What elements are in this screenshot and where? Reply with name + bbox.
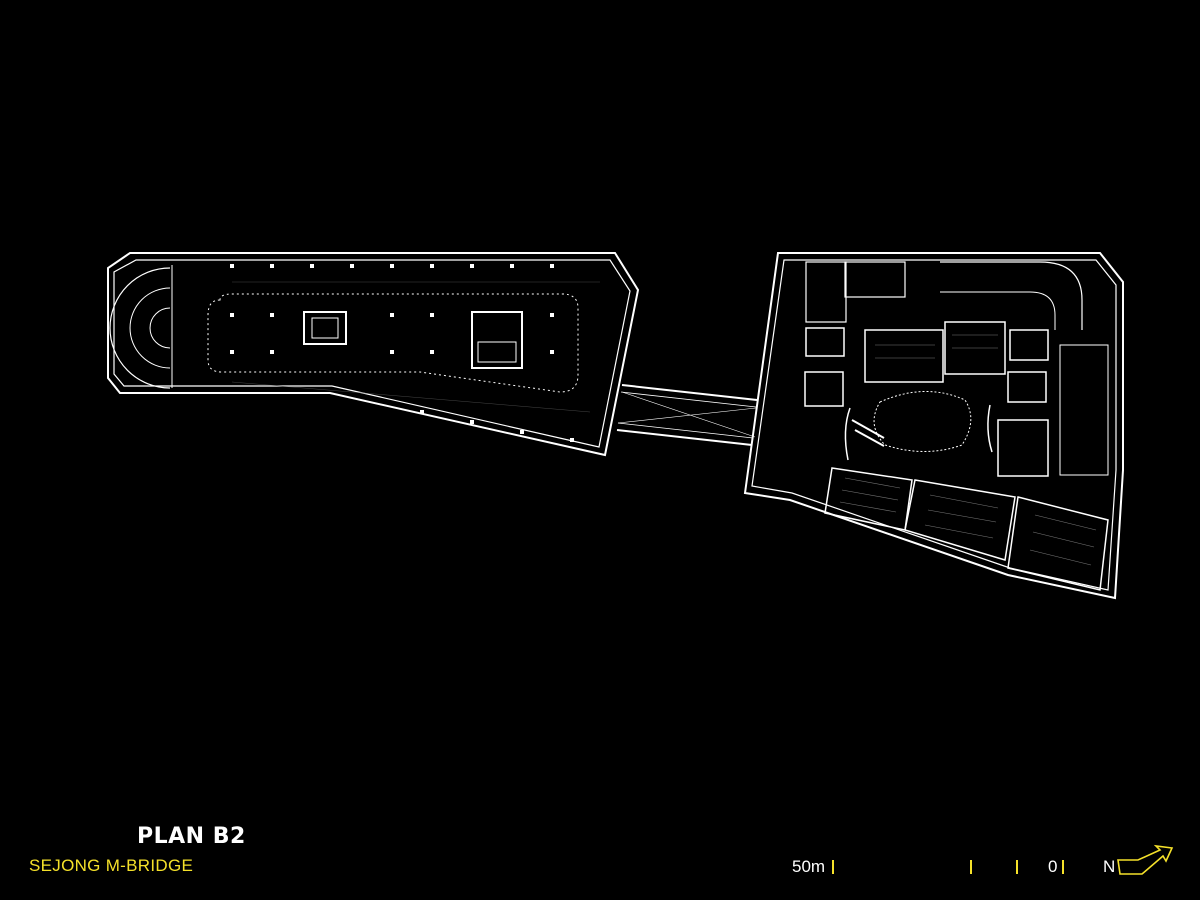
east-room	[844, 261, 906, 298]
bridge-inner-south	[617, 422, 754, 439]
scale-end-label: 0	[1048, 857, 1058, 876]
bridge-inner-north	[620, 391, 757, 408]
east-inner-wall	[751, 259, 1117, 591]
core-west-1-inner	[311, 317, 339, 339]
lobby-curved-wall-east	[987, 404, 993, 453]
cinema-row	[904, 479, 1016, 561]
north-arrow-icon	[1117, 844, 1174, 875]
core-west-2-stair	[477, 341, 517, 363]
driving-aisle	[207, 293, 579, 393]
scale-tick	[1016, 860, 1018, 874]
bridge-brace	[617, 407, 757, 424]
theatre-1	[864, 329, 944, 383]
parking-east	[1059, 344, 1109, 476]
theatre-3	[997, 419, 1049, 477]
core-west-1	[303, 311, 347, 345]
core-east-4	[1007, 371, 1047, 403]
parking-ramp	[109, 267, 171, 389]
north-label: N	[1103, 857, 1116, 876]
curved-ramp-inner	[940, 291, 1056, 330]
cinema-row	[1007, 496, 1109, 591]
bridge-brace	[621, 391, 756, 438]
plan-title: PLAN B2	[137, 824, 246, 849]
bridge-south-wall	[616, 429, 753, 446]
scale-tick	[970, 860, 972, 874]
scale-start-label: 50m	[792, 857, 826, 876]
bridge	[616, 384, 758, 446]
parking-ramp-inner	[129, 287, 171, 369]
east-room	[805, 261, 847, 323]
east-seating-hatch	[839, 334, 1097, 566]
west-columns	[230, 264, 574, 442]
cinema-row	[824, 467, 913, 531]
core-east-1	[805, 327, 845, 357]
curved-ramp	[940, 261, 1083, 330]
parking-stall-row	[231, 381, 591, 413]
scale-tick	[1062, 860, 1064, 874]
stage-stair	[854, 429, 885, 447]
lobby-void	[873, 391, 972, 452]
east-building	[743, 252, 1124, 600]
core-east-2	[804, 371, 844, 407]
project-name: SEJONG M-BRIDGE	[29, 856, 194, 875]
lobby-curved-wall	[844, 407, 851, 461]
theatre-2	[944, 321, 1006, 375]
core-west-2	[471, 311, 523, 369]
east-outer-wall	[743, 252, 1124, 600]
west-building	[107, 252, 640, 457]
scale-tick	[832, 860, 834, 874]
bridge-north-wall	[621, 384, 758, 401]
west-outer-wall	[107, 252, 640, 457]
stage-stair	[851, 419, 885, 439]
core-east-3	[1009, 329, 1049, 361]
parking-ramp-core	[149, 307, 171, 349]
